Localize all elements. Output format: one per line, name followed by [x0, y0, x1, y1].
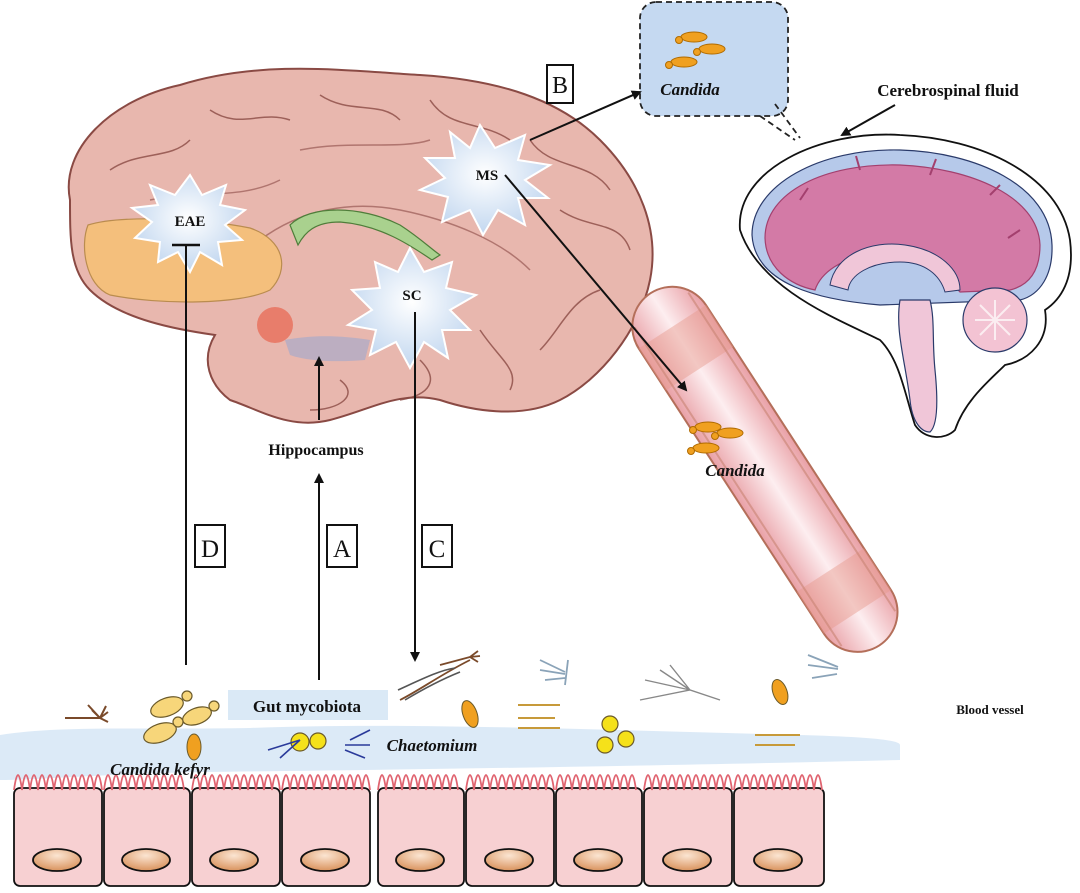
eae-burst: EAE — [129, 173, 248, 275]
chaetomium-label: Chaetomium — [387, 736, 478, 755]
blood-vessel-label: Blood vessel — [956, 702, 1024, 717]
pathway-b-box: B — [546, 64, 574, 104]
pathway-d-box: D — [194, 524, 226, 568]
sc-burst: SC — [345, 245, 479, 371]
cerebrospinal-fluid-label: Cerebrospinal fluid — [877, 81, 1019, 100]
svg-text:D: D — [201, 536, 219, 563]
pathway-a-box: A — [326, 524, 358, 568]
gut-mycobiota-label: Gut mycobiota — [253, 697, 362, 716]
gut-epithelium — [13, 774, 825, 887]
candida-callout: Candida — [639, 1, 801, 141]
gut-fungi — [65, 650, 839, 761]
ms-label: MS — [476, 168, 499, 184]
eae-label: EAE — [175, 214, 206, 230]
svg-text:B: B — [552, 73, 568, 99]
candida-vessel-label: Candida — [705, 461, 765, 480]
sc-label: SC — [402, 288, 421, 304]
ms-burst: MS — [417, 122, 553, 238]
csf-brain-illustration — [739, 133, 1072, 438]
candida-box-label: Candida — [660, 80, 720, 99]
gut-mycobiota-label-bg — [228, 690, 388, 720]
candida-kefyr-label: Candida kefyr — [110, 760, 210, 779]
blood-vessel — [631, 285, 899, 653]
csf-arrow — [840, 104, 896, 136]
ms-to-vessel-arrow — [504, 174, 688, 392]
gut-mucus-layer — [0, 725, 900, 780]
hippocampus-label: Hippocampus — [268, 442, 363, 459]
pathway-c-box: C — [421, 524, 453, 568]
svg-text:A: A — [333, 536, 351, 563]
svg-text:C: C — [429, 536, 446, 563]
pathway-b-arrow — [529, 90, 642, 141]
